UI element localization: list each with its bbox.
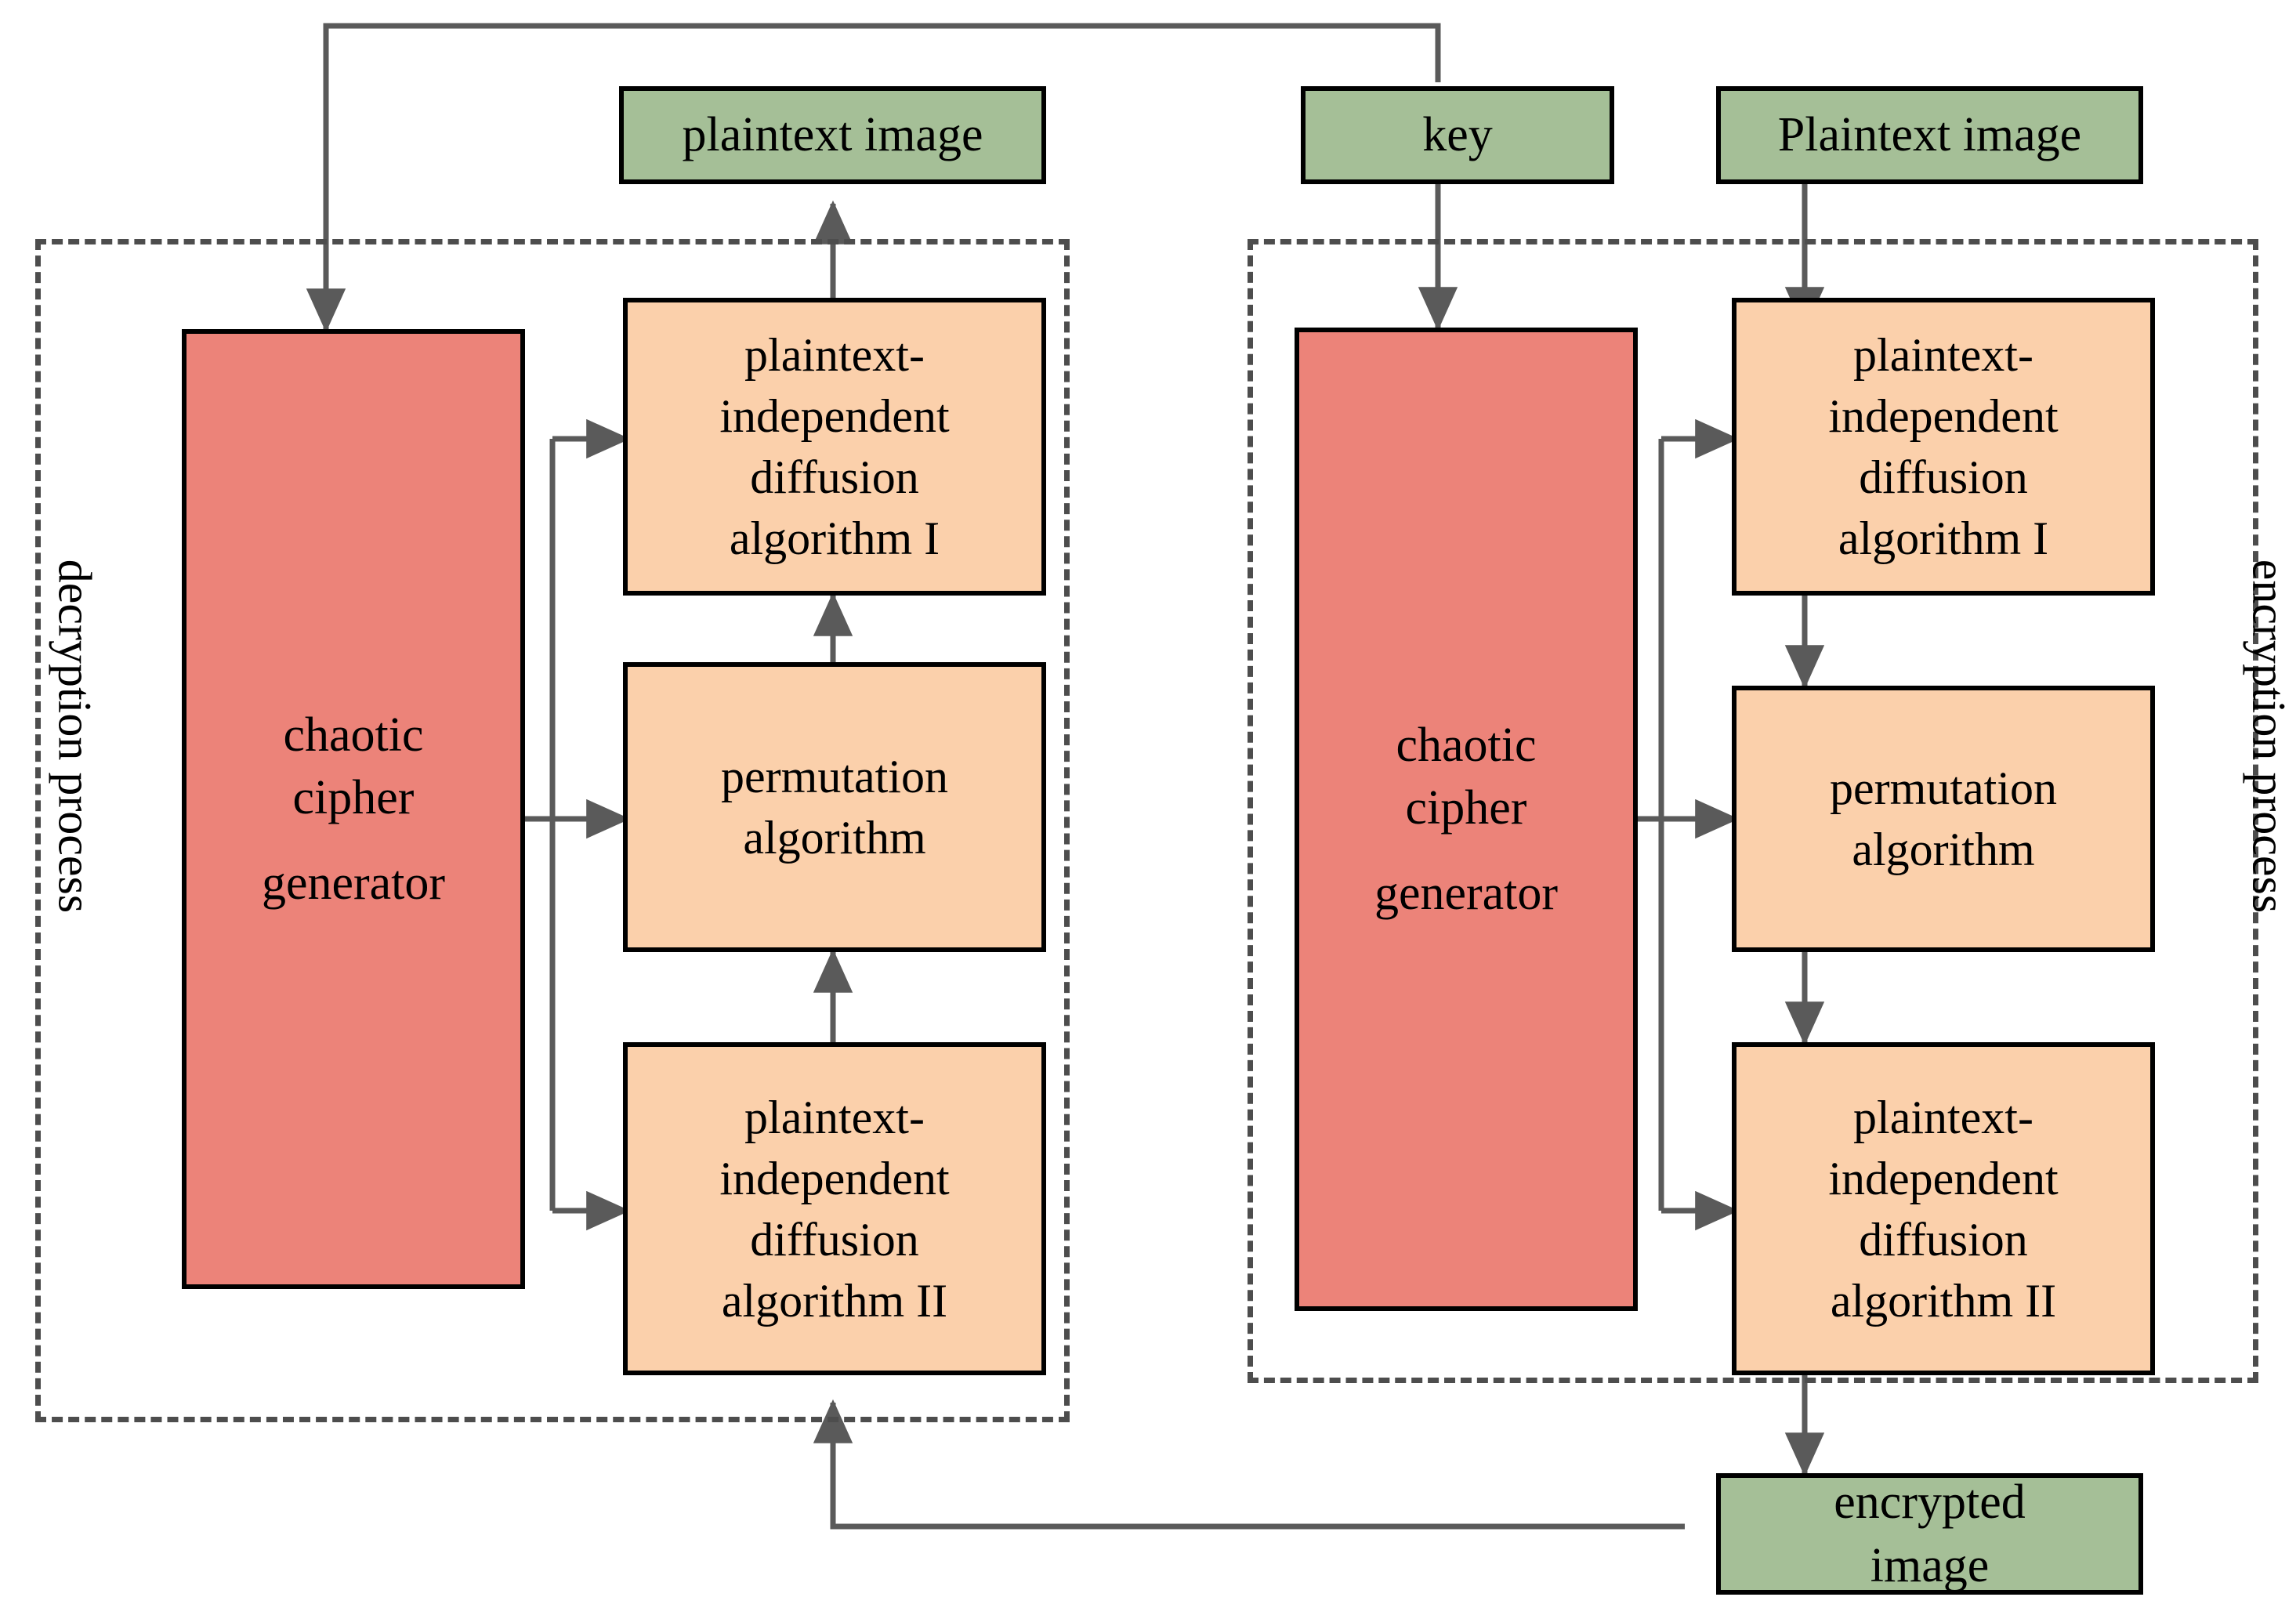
encryption-permutation-algorithm[interactable]: permutation algorithm	[1732, 686, 2155, 952]
enc-diff2-label-line3: diffusion	[1859, 1213, 2028, 1266]
enc-generator-label-line1: chaotic	[1396, 718, 1537, 772]
key-box[interactable]: key	[1301, 86, 1614, 184]
encrypted-image-label-line2: image	[1870, 1538, 1990, 1592]
decryption-diffusion-algorithm-1[interactable]: plaintext- independent diffusion algorit…	[623, 298, 1046, 596]
dec-diff2-label-line3: diffusion	[750, 1213, 919, 1266]
dec-diff2-label-line2: independent	[719, 1152, 950, 1204]
encryption-diffusion-algorithm-1[interactable]: plaintext- independent diffusion algorit…	[1732, 298, 2155, 596]
enc-generator-label-line2: cipher	[1405, 781, 1527, 835]
dec-perm-label-line1: permutation	[721, 751, 948, 802]
enc-diff2-label-line2: independent	[1828, 1152, 2059, 1204]
dec-generator-label-line1: chaotic	[283, 708, 424, 762]
decryption-process-label: decryption process	[49, 559, 101, 914]
encryption-process-label: encryption process	[2243, 559, 2295, 914]
enc-perm-label-line2: algorithm	[1852, 824, 2035, 875]
decryption-process-frame	[35, 239, 1070, 1422]
enc-diff2-label-line1: plaintext-	[1853, 1091, 2033, 1143]
dec-diff2-label-line4: algorithm II	[721, 1274, 948, 1327]
plaintext-image-input-box[interactable]: Plaintext image	[1716, 86, 2143, 184]
decryption-chaotic-cipher-generator[interactable]: chaotic cipher generator	[182, 329, 525, 1289]
dec-diff2-label-line1: plaintext-	[744, 1091, 925, 1143]
enc-diff1-label-line2: independent	[1828, 390, 2059, 442]
dec-diff1-label-line4: algorithm I	[729, 512, 940, 564]
enc-diff2-label-line4: algorithm II	[1830, 1274, 2057, 1327]
decryption-permutation-algorithm[interactable]: permutation algorithm	[623, 662, 1046, 952]
enc-diff1-label-line4: algorithm I	[1838, 512, 2049, 564]
encrypted-image-label-line1: encrypted	[1834, 1475, 2026, 1529]
dec-generator-label-line3: generator	[261, 856, 446, 910]
encryption-diffusion-algorithm-2[interactable]: plaintext- independent diffusion algorit…	[1732, 1042, 2155, 1375]
decryption-diffusion-algorithm-2[interactable]: plaintext- independent diffusion algorit…	[623, 1042, 1046, 1375]
encryption-process-frame	[1248, 239, 2258, 1383]
encrypted-image-box[interactable]: encrypted image	[1716, 1473, 2143, 1595]
enc-generator-label-line3: generator	[1374, 866, 1559, 920]
dec-perm-label-line2: algorithm	[743, 812, 926, 864]
dec-diff1-label-line3: diffusion	[750, 451, 919, 503]
plaintext-image-output-box[interactable]: plaintext image	[619, 86, 1046, 184]
enc-perm-label-line1: permutation	[1830, 762, 2057, 814]
dec-diff1-label-line1: plaintext-	[744, 329, 925, 381]
enc-diff1-label-line1: plaintext-	[1853, 329, 2033, 381]
dec-diff1-label-line2: independent	[719, 390, 950, 442]
dec-generator-label-line2: cipher	[292, 771, 415, 825]
enc-diff1-label-line3: diffusion	[1859, 451, 2028, 503]
encryption-chaotic-cipher-generator[interactable]: chaotic cipher generator	[1295, 328, 1638, 1311]
